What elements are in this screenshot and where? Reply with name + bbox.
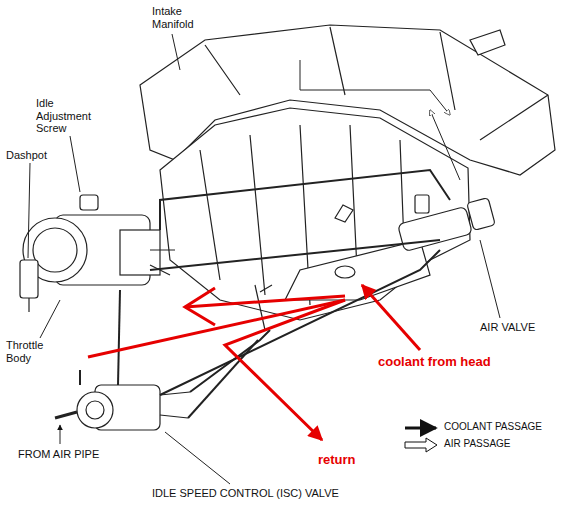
leader-lines xyxy=(28,34,500,484)
leader-lines xyxy=(70,136,80,192)
throttle-body xyxy=(120,230,160,275)
isc-valve xyxy=(55,412,77,418)
part-label: IDLE SPEED CONTROL (ISC) VALVE xyxy=(150,486,341,501)
dashpot xyxy=(20,260,38,298)
hoses xyxy=(118,290,120,385)
throttle-body xyxy=(150,250,175,275)
throttle-body xyxy=(33,228,77,272)
leader-lines xyxy=(60,425,61,444)
dashpot xyxy=(28,298,29,312)
leader-lines xyxy=(172,34,180,70)
air-passage-arrows xyxy=(430,110,460,180)
isc-valve xyxy=(160,392,190,418)
hoses xyxy=(188,340,258,418)
annotation-label: return xyxy=(316,452,358,469)
part-label: Idle Adjustment Screw xyxy=(34,96,106,136)
hoses xyxy=(79,370,81,385)
air-passage-arrows xyxy=(300,60,450,115)
dashpot xyxy=(20,260,38,312)
part-label: Intake Manifold xyxy=(150,4,216,31)
intake-manifold xyxy=(255,285,272,330)
red-arrows xyxy=(88,300,345,357)
leader-lines xyxy=(165,432,230,484)
legend-samples xyxy=(405,427,436,430)
red-arrows xyxy=(88,285,420,440)
air-passage-arrows xyxy=(300,60,460,180)
air-valve xyxy=(467,198,495,231)
intake-manifold xyxy=(335,266,355,278)
isc-valve xyxy=(86,401,104,419)
part-label: FROM AIR PIPE xyxy=(16,447,101,462)
legend-text: COOLANT PASSAGE xyxy=(442,421,544,432)
intake-manifold xyxy=(160,108,470,320)
red-arrows xyxy=(362,285,420,350)
annotation-label: coolant from head xyxy=(376,354,493,371)
intake-manifold xyxy=(140,25,555,330)
legend-samples xyxy=(405,438,437,452)
air-valve xyxy=(415,195,429,213)
air-valve xyxy=(398,206,473,251)
hoses xyxy=(190,330,270,392)
hoses xyxy=(150,240,440,270)
legend-text: AIR PASSAGE xyxy=(442,438,513,449)
leader-lines xyxy=(28,163,30,258)
hoses xyxy=(160,250,440,395)
red-arrows xyxy=(225,300,345,440)
intake-manifold xyxy=(470,30,505,55)
isc-valve xyxy=(77,392,113,428)
leader-lines xyxy=(480,240,500,318)
isc-valve xyxy=(55,385,190,430)
legend-samples xyxy=(405,427,436,430)
throttle-body xyxy=(23,195,175,285)
hoses xyxy=(160,170,450,230)
part-label: Dashpot xyxy=(4,148,49,163)
red-arrows xyxy=(185,288,215,325)
hoses xyxy=(80,170,450,418)
leader-lines xyxy=(40,300,60,338)
intake-manifold xyxy=(205,27,548,140)
intake-manifold xyxy=(335,205,353,222)
red-arrows xyxy=(185,296,345,307)
legend-samples xyxy=(405,438,437,452)
part-label: Throttle Body xyxy=(4,338,60,365)
part-label: AIR VALVE xyxy=(478,320,537,335)
throttle-body xyxy=(80,195,98,210)
